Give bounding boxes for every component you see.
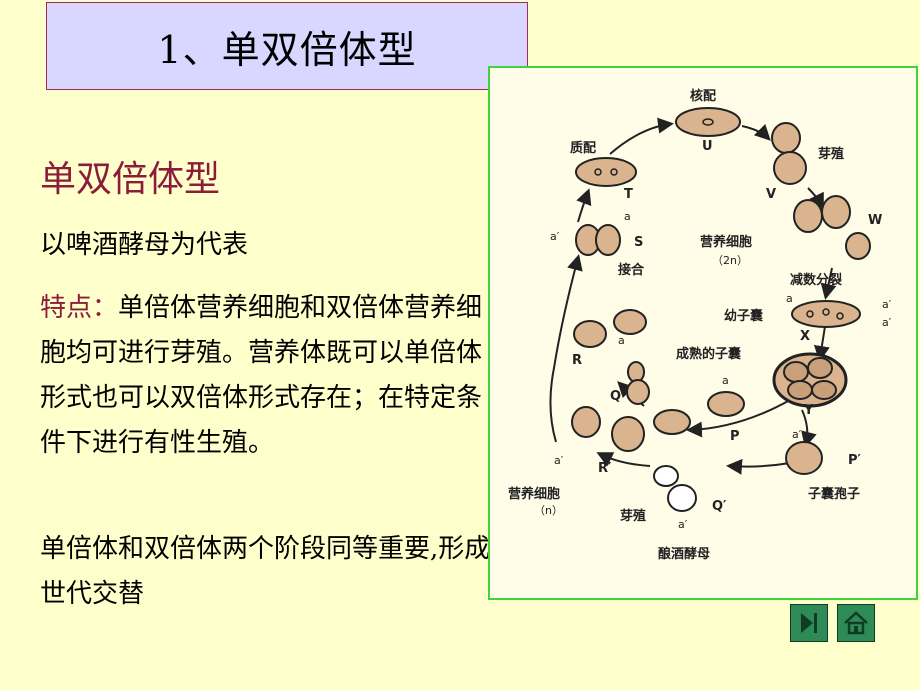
letter-Q: Q [610,389,621,404]
label-conjugation: 接合 [618,262,645,278]
arrow-karyogamy-budding [741,123,771,141]
cell-P-spore [707,391,745,417]
label-vegetative-diploid: 营养细胞 [700,234,752,250]
letter-Q2: Q′ [712,499,727,514]
cell-R2-2 [611,416,645,452]
letter-X: X [800,329,810,344]
arrow-Q2-R2 [596,452,651,467]
cell-Q2-2 [667,484,697,512]
summary-paragraph: 单倍体和双倍体两个阶段同等重要,形成世代交替 [40,534,491,609]
yeast-life-cycle-diagram: 核配 U 质配 T 芽殖 V W 营养细胞 （2n） a a′ S 接合 减数分… [488,66,918,600]
arrow-P2-Q2 [726,458,791,475]
cell-R2 [613,309,647,335]
spore-Y2 [807,357,833,379]
arrow-vegetative-meiosis [820,267,837,300]
arrow-plasmogamy-karyogamy [609,117,674,155]
nucleus-X3 [836,312,844,320]
nucleus-U [702,118,714,126]
cell-W3 [845,232,871,260]
letter-aprime-X2: a′ [882,316,892,329]
letter-a-P: a [722,374,729,387]
arrow-budding-vegetative [807,187,824,210]
arrow-ascus-P [686,399,791,438]
life-cycle-svg: 核配 U 质配 T 芽殖 V W 营养细胞 （2n） a a′ S 接合 减数分… [508,88,892,562]
cell-Q1 [627,361,645,383]
letter-P: P [730,429,740,444]
letter-a-S: a [624,210,631,223]
letter-W: W [868,213,882,228]
cell-X [791,300,861,328]
cell-P [653,409,691,435]
label-ascospore: 子囊孢子 [808,486,860,502]
cell-U [675,107,741,137]
intro-text: 以啤酒酵母为代表 [40,230,249,260]
letter-P2: P′ [848,453,862,468]
arrow-conjugation-plasmogamy [576,188,592,223]
letter-Y: Y [803,403,814,418]
label-plasmogamy: 质配 [570,140,596,156]
cell-P2 [785,441,823,475]
letter-a-R: a [618,334,625,347]
letter-V: V [766,187,776,202]
nucleus-T1 [594,168,602,176]
title-box: 1、单双倍体型 [46,2,528,90]
letter-aprime-Q2: a′ [678,518,688,531]
spore-Y1 [783,361,809,383]
home-icon [844,611,868,635]
letter-R: R [572,353,582,368]
label-diploid-note: （2n） [712,254,748,267]
letter-aprime-X1: a′ [882,298,892,311]
label-budding-bottom: 芽殖 [620,508,646,524]
cell-W1 [793,199,823,233]
letter-aprime-R2: a′ [554,454,564,467]
cell-S2 [595,224,621,256]
cell-Q2-1 [653,465,679,487]
cell-T [575,157,637,187]
cell-V2 [773,151,807,185]
spore-Y4 [811,380,837,400]
label-young-ascus: 幼子囊 [724,308,764,324]
letter-aprime-P2: a′ [792,428,802,441]
skip-to-end-button[interactable] [790,604,828,642]
label-vegetative-haploid: 营养细胞 [508,486,560,502]
spore-Y3 [787,380,813,400]
letter-R2: R′ [598,461,612,476]
skip-to-end-icon [801,613,817,633]
letter-a-X: a [786,292,793,305]
letter-aprime-S: a′ [550,230,560,243]
diagram-caption: 酿酒酵母 [658,546,710,562]
nucleus-X1 [806,310,814,318]
features-paragraph: 特点：单倍体营养细胞和双倍体营养细胞均可进行芽殖。营养体既可以单倍体形式也可以双… [40,286,500,466]
features-text: 单倍体营养细胞和双倍体营养细胞均可进行芽殖。营养体既可以单倍体形式也可以双倍体形… [40,293,483,458]
subheading: 单双倍体型 [40,159,221,200]
slide-title: 1、单双倍体型 [157,27,417,72]
letter-T: T [624,187,633,202]
label-haploid-note: （n） [534,504,563,517]
nucleus-X2 [822,308,830,316]
label-mature-ascus: 成熟的子囊 [676,346,742,362]
letter-S: S [634,235,643,250]
cell-R2-1 [571,406,601,438]
cell-W2 [821,195,851,229]
letter-U: U [702,139,713,154]
cell-Q2 [626,379,650,405]
cell-R1 [573,320,607,348]
label-karyogamy: 核配 [690,88,716,104]
features-label: 特点： [40,293,119,323]
cell-V1 [771,122,801,154]
home-button[interactable] [837,604,875,642]
label-meiosis: 减数分裂 [790,272,843,288]
nucleus-T2 [610,168,618,176]
label-budding-top: 芽殖 [818,146,844,162]
arrow-left-up [549,254,583,443]
